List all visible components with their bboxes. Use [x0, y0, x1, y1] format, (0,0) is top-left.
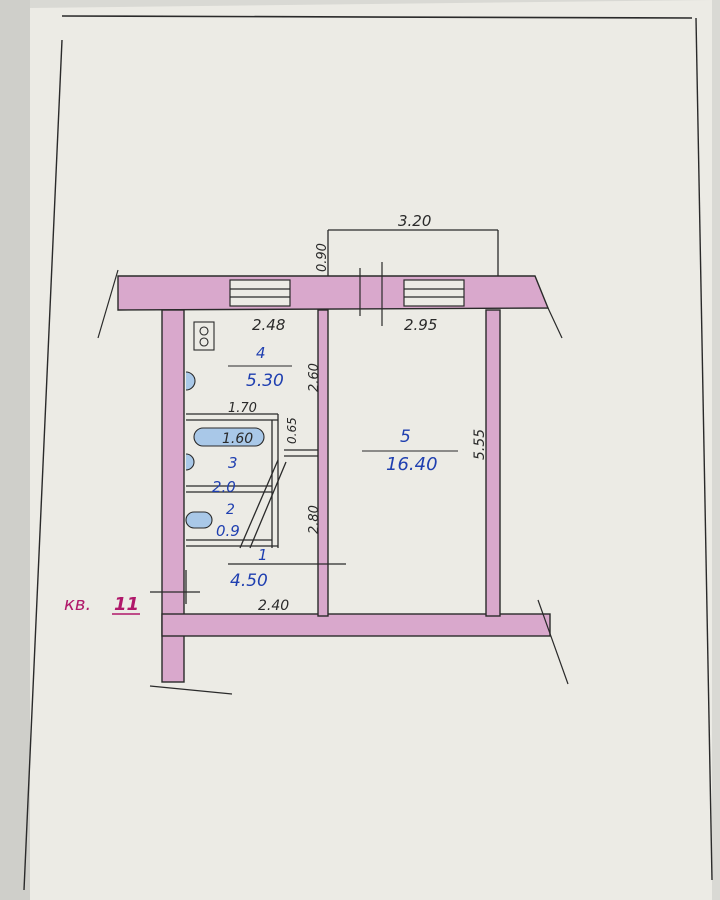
dim-hall-width: 2.40	[258, 598, 289, 614]
frame-left-line	[23, 39, 63, 891]
dim-wall-offset: 0.90	[315, 243, 330, 272]
apartment-number: 11	[114, 594, 139, 615]
partition-wall-center	[317, 309, 329, 617]
apartment-label: кв. 11	[64, 594, 140, 615]
dim-room5-width: 2.95	[404, 316, 437, 334]
stove-icon	[193, 321, 215, 351]
left-wall	[161, 309, 185, 683]
room-area-5: 16.40	[386, 454, 438, 475]
top-dimension	[327, 229, 499, 276]
bathtub-icon	[193, 427, 265, 447]
windows	[229, 262, 465, 326]
kitchen-sink-icon	[185, 371, 196, 391]
dim-top-width: 3.20	[398, 212, 431, 230]
right-wall	[485, 309, 501, 617]
dim-room4-depth: 2.60	[307, 363, 322, 392]
paper-sheet	[22, 0, 712, 900]
frame-right-line	[695, 17, 713, 881]
dim-hall-depth: 2.80	[307, 505, 322, 534]
window-right	[403, 279, 465, 307]
dim-corridor-width: 1.70	[228, 401, 257, 416]
room-area-2: 0.9	[216, 522, 240, 540]
paper-edge-shadow	[0, 0, 30, 900]
extension-lines	[97, 269, 569, 695]
top-wall	[117, 275, 550, 311]
fixtures	[185, 321, 265, 529]
dim-small-gap: 0.65	[285, 417, 299, 444]
frame-top-line	[61, 15, 693, 19]
room-number-5: 5	[400, 427, 411, 447]
washbasin-icon	[185, 453, 195, 471]
room-number-4: 4	[256, 344, 266, 362]
apartment-prefix: кв.	[64, 594, 91, 615]
bottom-wall	[161, 613, 551, 637]
room-area-1: 4.50	[230, 571, 268, 591]
toilet-icon	[185, 511, 213, 529]
room-number-2: 2	[226, 502, 235, 518]
window-left	[229, 279, 291, 307]
room-area-4: 5.30	[246, 371, 284, 391]
dim-room4-width: 2.48	[252, 316, 285, 334]
room-number-1: 1	[258, 546, 268, 564]
dim-room5-depth: 5.55	[472, 429, 488, 460]
room-area-3: 2.0	[212, 478, 236, 496]
room-number-3: 3	[228, 454, 238, 472]
dim-bath-length: 1.60	[222, 431, 253, 447]
interior-partitions	[150, 413, 346, 604]
